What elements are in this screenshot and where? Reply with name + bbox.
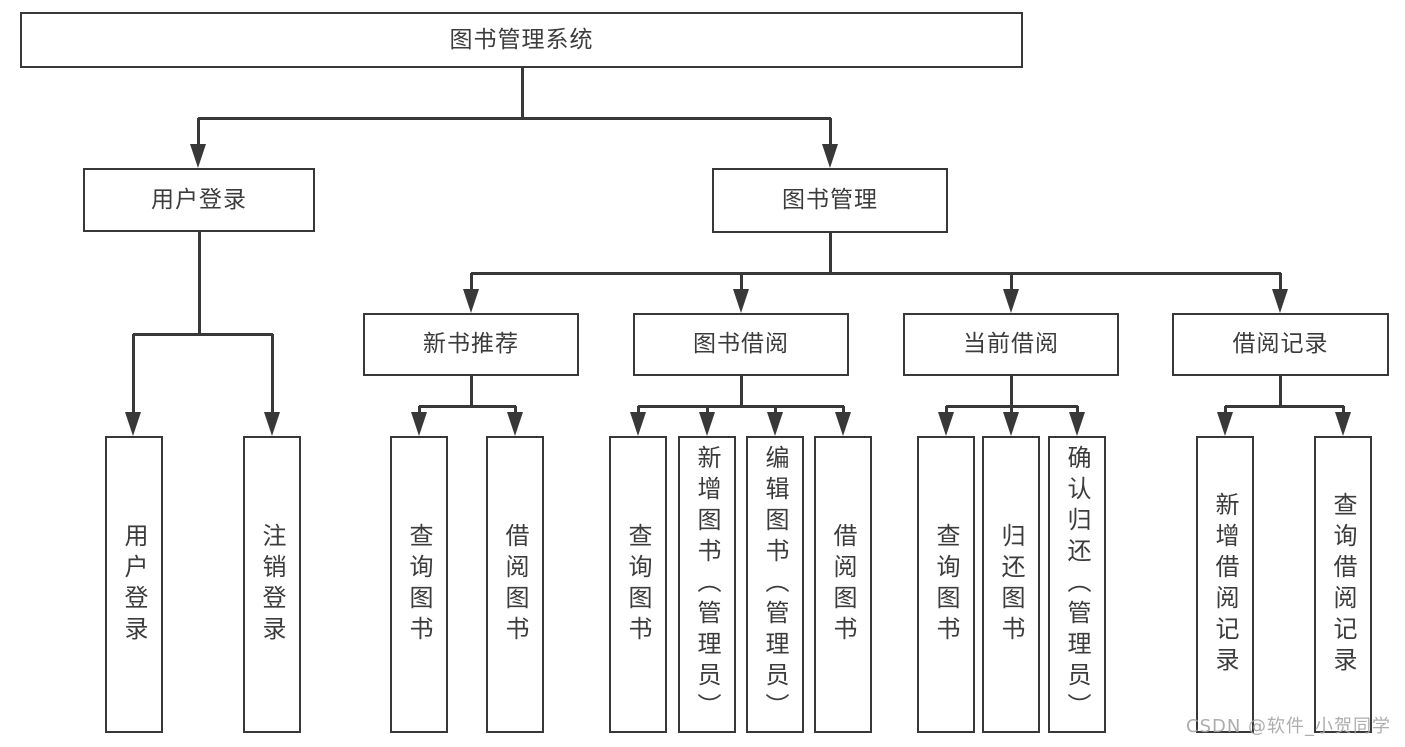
node-leaf-edit-books-admin: 编辑图书（管理员） xyxy=(746,436,804,733)
arrow-shaft xyxy=(1223,406,1227,416)
arrow-down-icon xyxy=(411,412,427,436)
node-label: 注销登录 xyxy=(258,522,286,647)
arrow-down-icon xyxy=(835,412,851,436)
arrow-shaft xyxy=(417,406,421,416)
node-label: 新增图书（管理员） xyxy=(693,445,721,724)
arrow-down-icon xyxy=(190,144,206,168)
connector-line xyxy=(1225,404,1344,408)
arrow-shaft xyxy=(773,406,777,416)
arrow-down-icon xyxy=(1003,289,1019,313)
arrow-shaft xyxy=(513,406,517,416)
node-current-borrowing: 当前借阅 xyxy=(903,313,1119,376)
node-borrowing-records: 借阅记录 xyxy=(1172,313,1389,376)
arrow-down-icon xyxy=(699,412,715,436)
connector-line xyxy=(739,376,743,407)
connector-line xyxy=(638,404,844,408)
node-label: 编辑图书（管理员） xyxy=(761,445,789,724)
arrow-shaft xyxy=(131,334,135,416)
node-leaf-query-books-1: 查询图书 xyxy=(390,436,448,733)
node-leaf-borrow-books-1: 借阅图书 xyxy=(486,436,544,733)
arrow-down-icon xyxy=(630,412,646,436)
connector-line xyxy=(198,116,831,120)
node-leaf-confirm-return: 确认归还（管理员） xyxy=(1048,436,1106,733)
node-label: 新书推荐 xyxy=(423,331,519,358)
arrow-shaft xyxy=(469,273,473,293)
connector-line xyxy=(419,404,516,408)
node-label: 查询图书 xyxy=(405,522,433,647)
node-leaf-add-borrow-record: 新增借阅记录 xyxy=(1196,436,1254,733)
connector-line xyxy=(1278,376,1282,407)
connector-line xyxy=(133,332,273,336)
arrow-down-icon xyxy=(1069,412,1085,436)
connector-line xyxy=(469,376,473,407)
arrow-down-icon xyxy=(264,412,280,436)
arrow-down-icon xyxy=(1335,412,1351,436)
arrow-down-icon xyxy=(733,289,749,313)
node-leaf-query-borrow-record: 查询借阅记录 xyxy=(1314,436,1372,733)
arrow-down-icon xyxy=(125,412,141,436)
connector-line xyxy=(520,68,524,120)
node-label: 借阅记录 xyxy=(1232,331,1329,358)
node-leaf-logout: 注销登录 xyxy=(243,436,301,733)
node-leaf-return-books: 归还图书 xyxy=(982,436,1040,733)
node-label: 图书管理 xyxy=(782,187,878,214)
node-label: 查询图书 xyxy=(932,522,960,647)
arrow-shaft xyxy=(828,118,832,148)
arrow-down-icon xyxy=(507,412,523,436)
arrow-shaft xyxy=(1009,273,1013,293)
node-user-login: 用户登录 xyxy=(83,168,315,232)
arrow-shaft xyxy=(1278,273,1282,293)
node-leaf-query-books-2: 查询图书 xyxy=(609,436,667,733)
arrow-down-icon xyxy=(463,289,479,313)
csdn-watermark: CSDN @软件_小贺同学 xyxy=(1186,716,1392,737)
node-label: 图书借阅 xyxy=(693,331,789,358)
node-book-borrowing: 图书借阅 xyxy=(633,313,849,376)
arrow-shaft xyxy=(1009,406,1013,416)
node-new-book-recommend: 新书推荐 xyxy=(363,313,579,376)
arrow-down-icon xyxy=(1003,412,1019,436)
node-label: 当前借阅 xyxy=(963,331,1059,358)
arrow-shaft xyxy=(1075,406,1079,416)
arrow-shaft xyxy=(841,406,845,416)
node-leaf-add-books-admin: 新增图书（管理员） xyxy=(678,436,736,733)
node-label: 确认归还（管理员） xyxy=(1063,445,1091,724)
node-root: 图书管理系统 xyxy=(20,12,1023,68)
arrow-down-icon xyxy=(1217,412,1233,436)
node-leaf-borrow-books-2: 借阅图书 xyxy=(814,436,872,733)
node-leaf-query-books-3: 查询图书 xyxy=(917,436,975,733)
arrow-down-icon xyxy=(938,412,954,436)
arrow-shaft xyxy=(944,406,948,416)
connector-line xyxy=(471,271,1281,275)
node-label: 查询图书 xyxy=(624,522,652,647)
arrow-shaft xyxy=(1341,406,1345,416)
arrow-shaft xyxy=(739,273,743,293)
node-label: 新增借阅记录 xyxy=(1211,491,1239,678)
connector-line xyxy=(828,233,832,274)
arrow-shaft xyxy=(196,118,200,148)
node-book-management: 图书管理 xyxy=(712,168,948,233)
node-label: 图书管理系统 xyxy=(449,26,594,53)
node-label: 用户登录 xyxy=(120,522,148,647)
node-leaf-user-login: 用户登录 xyxy=(105,436,163,733)
arrow-down-icon xyxy=(767,412,783,436)
connector-line xyxy=(1009,376,1013,407)
node-label: 借阅图书 xyxy=(501,522,529,647)
arrow-shaft xyxy=(270,334,274,416)
node-label: 用户登录 xyxy=(151,186,247,213)
arrow-shaft xyxy=(705,406,709,416)
arrow-down-icon xyxy=(822,144,838,168)
arrow-down-icon xyxy=(1272,289,1288,313)
node-label: 借阅图书 xyxy=(829,522,857,647)
node-label: 查询借阅记录 xyxy=(1329,491,1357,678)
node-label: 归还图书 xyxy=(997,522,1025,647)
connector-line xyxy=(197,232,201,335)
arrow-shaft xyxy=(636,406,640,416)
